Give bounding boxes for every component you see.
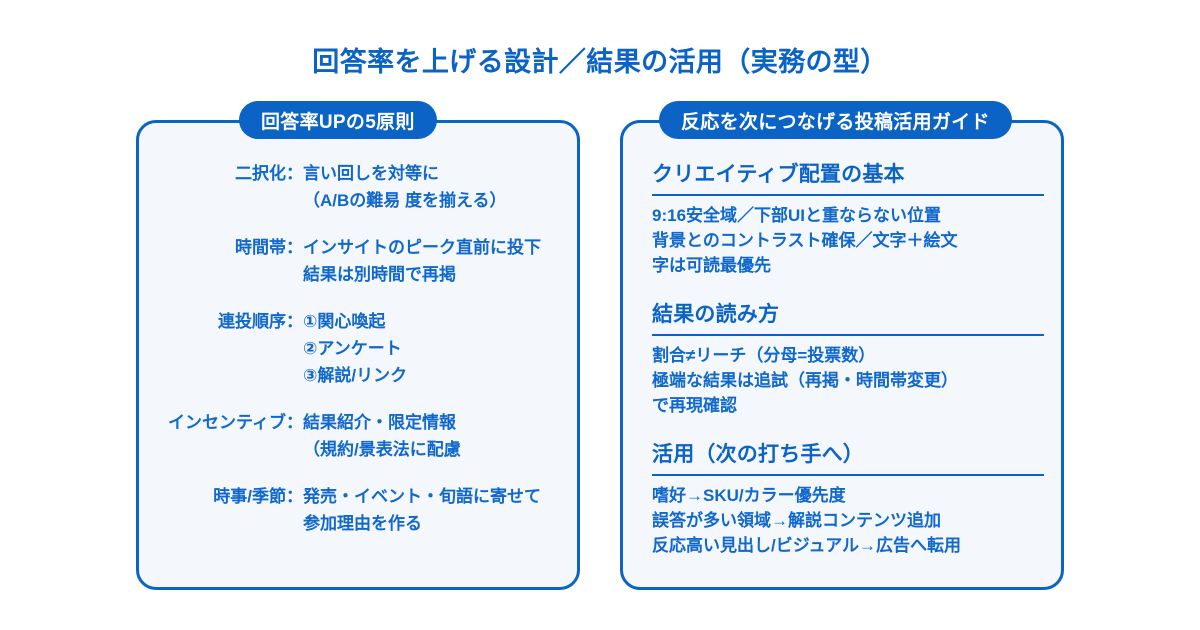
principle-label: インセンティブ: [168, 413, 286, 432]
principle-body: 言い回しを対等に （A/Bの難易 度を揃える）: [303, 160, 580, 214]
section-divider: [652, 194, 1044, 196]
section-line: 9:16安全域／下部UIと重ならない位置: [652, 206, 942, 225]
section-heading: 活用（次の打ち手へ）: [652, 443, 864, 466]
section-line: 字は可読最優先: [652, 256, 771, 275]
principle-line: インサイトのピーク直前に投下: [303, 238, 541, 257]
guide-section: 結果の読み方 割合≠リーチ（分母=投票数） 極端な結果は追試（再掲・時間帯変更）…: [652, 300, 1044, 418]
principle-colon: ：: [286, 312, 303, 331]
section-heading: 結果の読み方: [652, 303, 780, 326]
principle-colon: ：: [286, 413, 303, 432]
right-panel-badge: 反応を次につなげる投稿活用ガイド: [659, 101, 1012, 139]
section-line: 誤答が多い領域→解説コンテンツ追加: [652, 511, 941, 530]
principle-line: ③解説/リンク: [303, 366, 408, 385]
guide-section: 活用（次の打ち手へ） 嗜好→SKU/カラー優先度 誤答が多い領域→解説コンテンツ…: [652, 440, 1044, 558]
principle-body: ①関心喚起 ②アンケート ③解説/リンク: [303, 308, 580, 389]
principle-line: 参加理由を作る: [303, 514, 422, 533]
principle-body: インサイトのピーク直前に投下 結果は別時間で再掲: [303, 234, 580, 288]
section-divider: [652, 334, 1044, 336]
section-line: 極端な結果は追試（再掲・時間帯変更）: [652, 371, 958, 390]
list-item: 二択化 ： 言い回しを対等に （A/Bの難易 度を揃える）: [136, 160, 580, 214]
principle-label: 時間帯: [235, 238, 286, 257]
section-line: 割合≠リーチ（分母=投票数）: [652, 346, 876, 365]
principle-line: 発売・イベント・旬語に寄せて: [303, 487, 541, 506]
guide-sections: クリエイティブ配置の基本 9:16安全域／下部UIと重ならない位置 背景とのコン…: [652, 160, 1044, 558]
principle-line: 結果紹介・限定情報: [303, 413, 456, 432]
list-item: 時間帯 ： インサイトのピーク直前に投下 結果は別時間で再掲: [136, 234, 580, 288]
section-line: で再現確認: [652, 396, 737, 415]
page-title: 回答率を上げる設計／結果の活用（実務の型）: [312, 47, 888, 77]
principles-list: 二択化 ： 言い回しを対等に （A/Bの難易 度を揃える） 時間帯 ： インサイ…: [136, 160, 580, 537]
principle-line: 結果は別時間で再掲: [303, 265, 456, 284]
principle-line: ①関心喚起: [303, 312, 386, 331]
section-divider: [652, 474, 1044, 476]
principle-body: 発売・イベント・旬語に寄せて 参加理由を作る: [303, 483, 580, 537]
principle-line: （A/Bの難易 度を揃える）: [303, 191, 507, 210]
principle-colon: ：: [286, 238, 303, 257]
left-panel: [136, 120, 580, 590]
guide-section: クリエイティブ配置の基本 9:16安全域／下部UIと重ならない位置 背景とのコン…: [652, 160, 1044, 278]
principle-label: 時事/季節: [213, 487, 286, 506]
list-item: 連投順序 ： ①関心喚起 ②アンケート ③解説/リンク: [136, 308, 580, 389]
section-line: 反応高い見出し/ビジュアル→広告へ転用: [652, 536, 962, 555]
principle-colon: ：: [286, 487, 303, 506]
left-panel-badge: 回答率UPの5原則: [239, 101, 437, 139]
principle-label: 連投順序: [218, 312, 286, 331]
principle-body: 結果紹介・限定情報 （規約/景表法に配慮: [303, 409, 580, 463]
principle-line: 言い回しを対等に: [303, 164, 439, 183]
principle-label: 二択化: [235, 164, 286, 183]
list-item: インセンティブ ： 結果紹介・限定情報 （規約/景表法に配慮: [136, 409, 580, 463]
principle-colon: ：: [286, 164, 303, 183]
list-item: 時事/季節 ： 発売・イベント・旬語に寄せて 参加理由を作る: [136, 483, 580, 537]
right-panel: [620, 120, 1064, 590]
principle-line: （規約/景表法に配慮: [303, 440, 461, 459]
section-line: 嗜好→SKU/カラー優先度: [652, 486, 846, 505]
section-line: 背景とのコントラスト確保／文字＋絵文: [652, 231, 958, 250]
section-heading: クリエイティブ配置の基本: [652, 163, 905, 186]
principle-line: ②アンケート: [303, 339, 402, 358]
